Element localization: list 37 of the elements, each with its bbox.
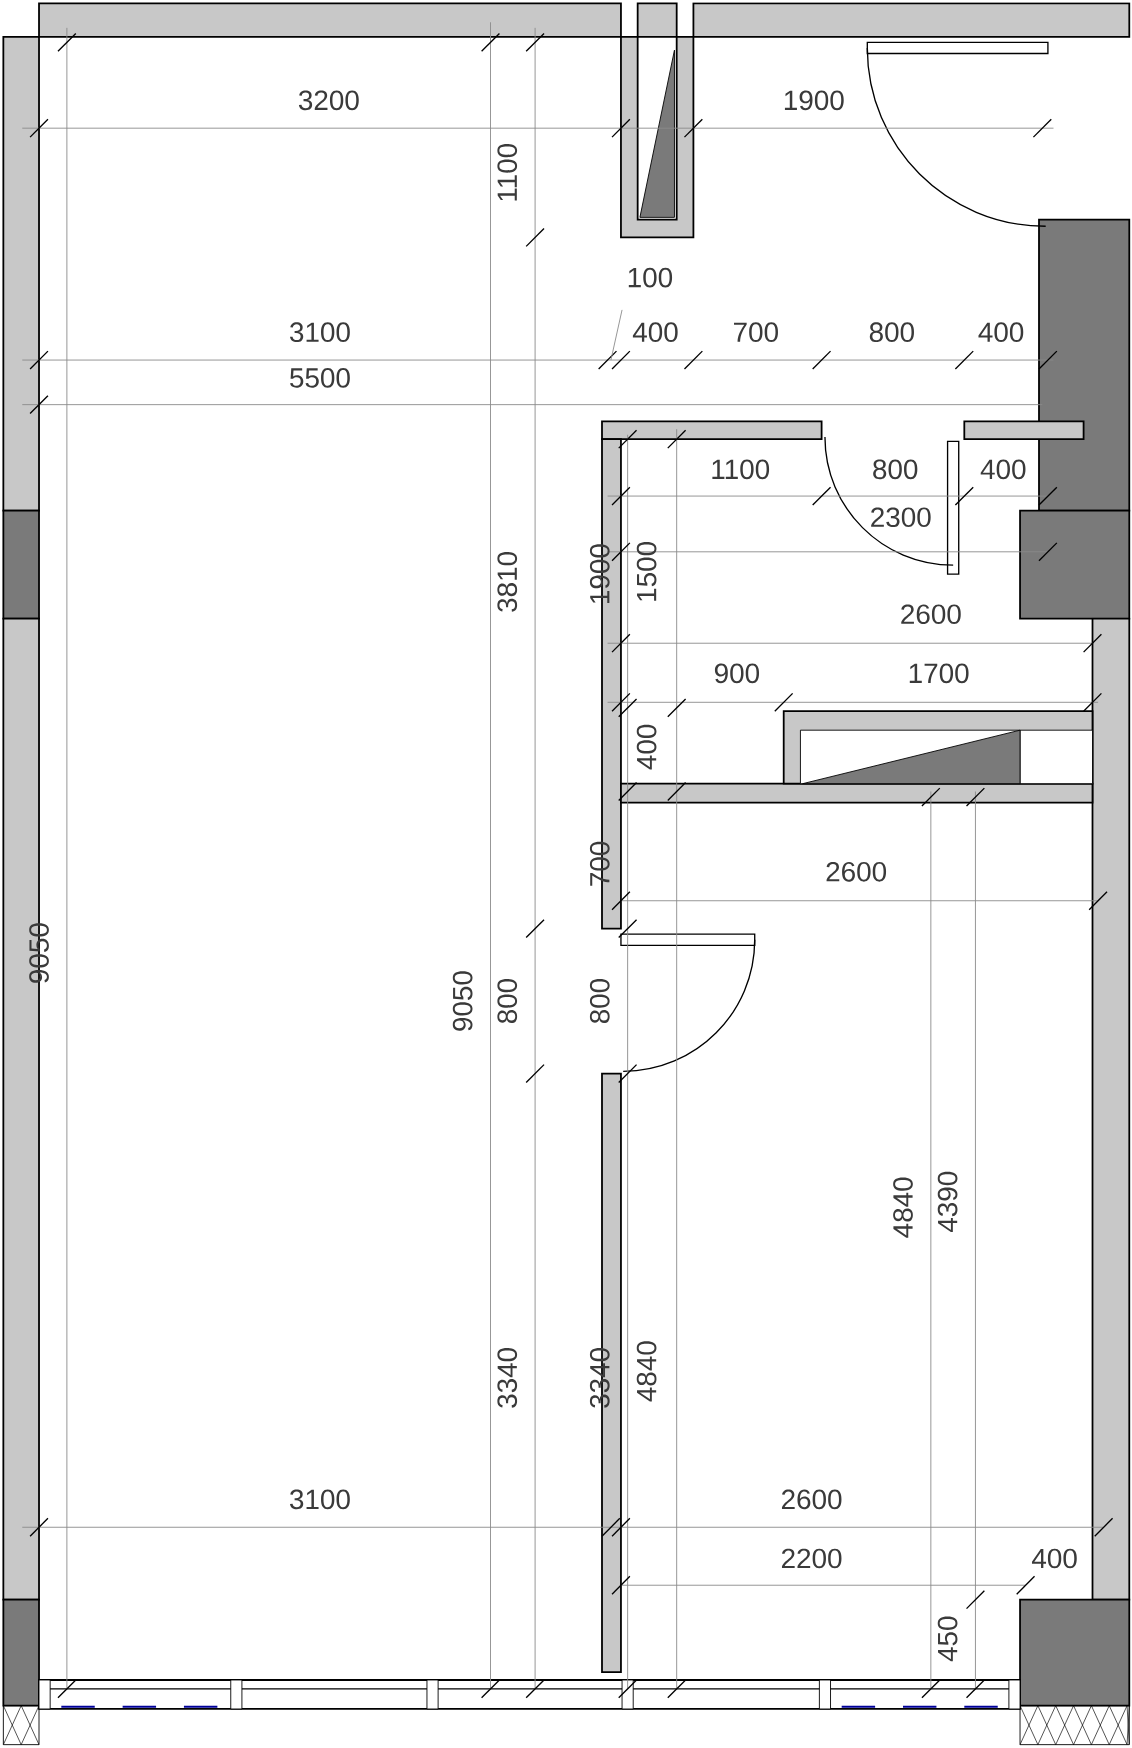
dimension-label: 2600 [826,861,887,882]
dimension-label: 3810 [497,552,518,612]
dimension-label: 9050 [453,971,473,1031]
dimension-label: 400 [637,724,657,770]
dimension-label: 400 [980,459,1026,480]
dimension-label: 9050 [29,923,50,983]
dimension-label: 3100 [290,1489,351,1510]
dimension-label: 3340 [590,1348,610,1408]
dimension-label: 400 [978,322,1024,343]
dimension-label: 2600 [782,1489,842,1510]
dimension-label: 2600 [901,604,961,625]
dimension-label: 1900 [590,544,610,603]
dimension-label: 4840 [893,1177,914,1238]
dimension-label: 1900 [785,90,844,111]
dimension-label: 4840 [637,1341,657,1402]
dimension-label: 1100 [497,143,518,201]
dimension-label: 900 [715,663,760,684]
dimension-label: 700 [734,322,779,343]
dimension-label: 5500 [290,368,351,388]
dimension-label: 800 [870,322,915,343]
dimension-label: 3200 [299,90,359,111]
dimension-label: 2300 [871,507,931,528]
dimension-label: 3340 [497,1348,518,1408]
dimension-label: 450 [938,1616,958,1662]
dimension-label: 800 [497,978,518,1024]
dimension-label: 4390 [938,1171,958,1233]
dimension-label: 3100 [290,322,351,343]
dimension-label: 1100 [712,459,770,480]
dimension-label: 400 [633,322,678,343]
dimension-label: 1700 [910,663,969,684]
dimension-label: 800 [590,978,610,1024]
dimension-label: 1500 [637,542,657,601]
dimension-label: 800 [873,459,918,480]
dimension-label: 700 [590,841,610,886]
dimension-label: 100 [629,267,673,288]
dimension-label: 2200 [782,1548,842,1569]
dimension-label: 400 [1032,1548,1077,1569]
